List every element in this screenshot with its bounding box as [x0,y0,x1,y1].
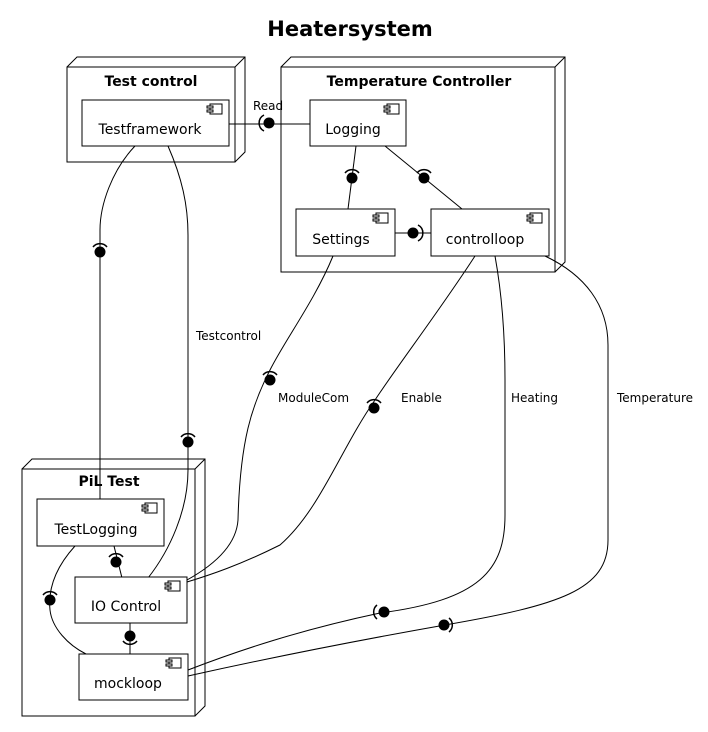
component-label-mockloop: mockloop [94,676,162,692]
node-title-test-control: Test control [105,74,198,90]
component-icon [526,212,543,224]
edge-label-modulecom: ModuleCom [278,391,349,405]
interface-testlogging-mockloop-icon [42,590,58,606]
edge-enable[interactable] [186,255,476,583]
interface-read-icon [258,114,275,132]
node-title-pil-test: PiL Test [78,474,139,490]
interface-settings-controlloop-icon [407,224,424,242]
edge-temperature[interactable] [187,255,609,677]
component-icon [372,212,389,224]
edge-modulecom[interactable] [186,255,334,581]
component-label-testlogging: TestLogging [53,522,137,538]
interface-iocontrol-mockloop-icon [122,630,138,646]
interface-logging-settings-icon [344,168,360,184]
interface-testlogging-icon [92,242,108,258]
component-mockloop[interactable]: mockloop [78,653,189,701]
interface-logging-controlloop-icon [416,168,432,184]
interface-testcontrol-icon [180,432,196,448]
edge-label-temperature: Temperature [616,391,693,405]
component-icon [164,580,181,592]
edge-label-testcontrol: Testcontrol [195,329,261,343]
edge-label-enable: Enable [401,391,442,405]
edge-testcontrol[interactable] [147,145,189,579]
component-logging[interactable]: Logging [309,99,407,147]
node-title-temperature-controller: Temperature Controller [327,74,512,90]
edge-testframework-testlogging[interactable] [99,145,136,499]
edge-testlogging-mockloop[interactable] [49,545,87,655]
diagram-title: Heatersystem [267,17,432,41]
connections [49,123,609,677]
component-label-logging: Logging [325,122,381,138]
interface-enable-icon [366,398,382,414]
component-label-io-control: IO Control [91,599,161,615]
component-icon [206,103,223,115]
component-label-settings: Settings [312,232,369,248]
edge-heating[interactable] [187,255,506,671]
component-label-testframework: Testframework [98,122,203,138]
component-testframework[interactable]: Testframework [81,99,230,147]
component-icon [383,103,400,115]
component-icon [141,502,158,514]
interface-symbols [42,114,454,646]
component-controlloop[interactable]: controlloop [430,208,550,257]
interface-modulecom-icon [262,370,278,386]
component-icon [165,657,182,669]
component-io-control[interactable]: IO Control [74,576,188,624]
component-testlogging[interactable]: TestLogging [36,498,165,547]
interface-temperature-icon [438,617,454,633]
edge-label-heating: Heating [511,391,558,405]
component-label-controlloop: controlloop [446,232,525,248]
component-settings[interactable]: Settings [295,208,396,257]
interface-heating-icon [372,604,390,620]
interface-testlogging-iocontrol-icon [108,552,124,568]
edge-label-read: Read [253,99,283,113]
